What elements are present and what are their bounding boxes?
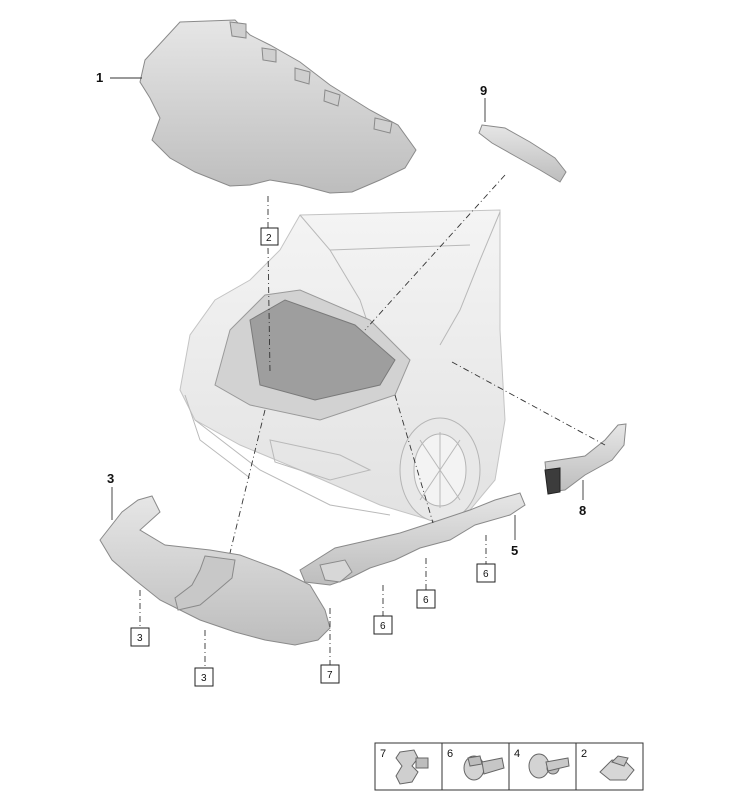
boxed-ref-7-clip: 7 [320,664,340,684]
svg-text:6: 6 [483,569,489,580]
boxed-ref-6-a: 6 [373,615,393,635]
side-cover-bracket [319,559,353,583]
boxed-ref-6-c: 6 [476,563,496,583]
vehicle-front-illustration [179,209,506,523]
boxed-ref-3-front: 3 [130,627,150,647]
boxed-ref-3-bottom: 3 [194,667,214,687]
bracket-foam [544,467,561,495]
legend-num-6: 6 [447,748,453,760]
callout-5: 5 [511,543,518,558]
spring-clip-icon [599,755,635,781]
callout-8: 8 [579,503,586,518]
leader-lines [110,77,606,668]
callout-9: 9 [480,83,487,98]
svg-text:3: 3 [137,633,143,644]
svg-text:2: 2 [266,233,272,244]
hood-insulation-tabs [229,21,393,134]
front-cover-center-rib [174,555,236,611]
legend-num-2: 2 [581,748,587,760]
side-wheelarch-cover [299,492,526,586]
svg-text:6: 6 [423,595,429,606]
boxed-ref-6-b: 6 [416,589,436,609]
legend-num-4: 4 [514,748,520,760]
plastic-clip-icon [395,749,429,785]
expansion-rivet-icon [463,755,505,781]
svg-text:3: 3 [201,673,207,684]
seal-strip-upper [478,124,567,183]
legend-num-7: 7 [380,748,386,760]
screw-washer-icon [528,753,570,779]
boxed-ref-2-hood: 2 [260,227,279,246]
svg-text:6: 6 [380,621,386,632]
svg-text:7: 7 [327,670,333,681]
fastener-legend: 7 6 4 2 [374,742,644,791]
callout-1: 1 [96,70,103,85]
callout-3: 3 [107,471,114,486]
hood-insulation-mat [139,19,417,194]
